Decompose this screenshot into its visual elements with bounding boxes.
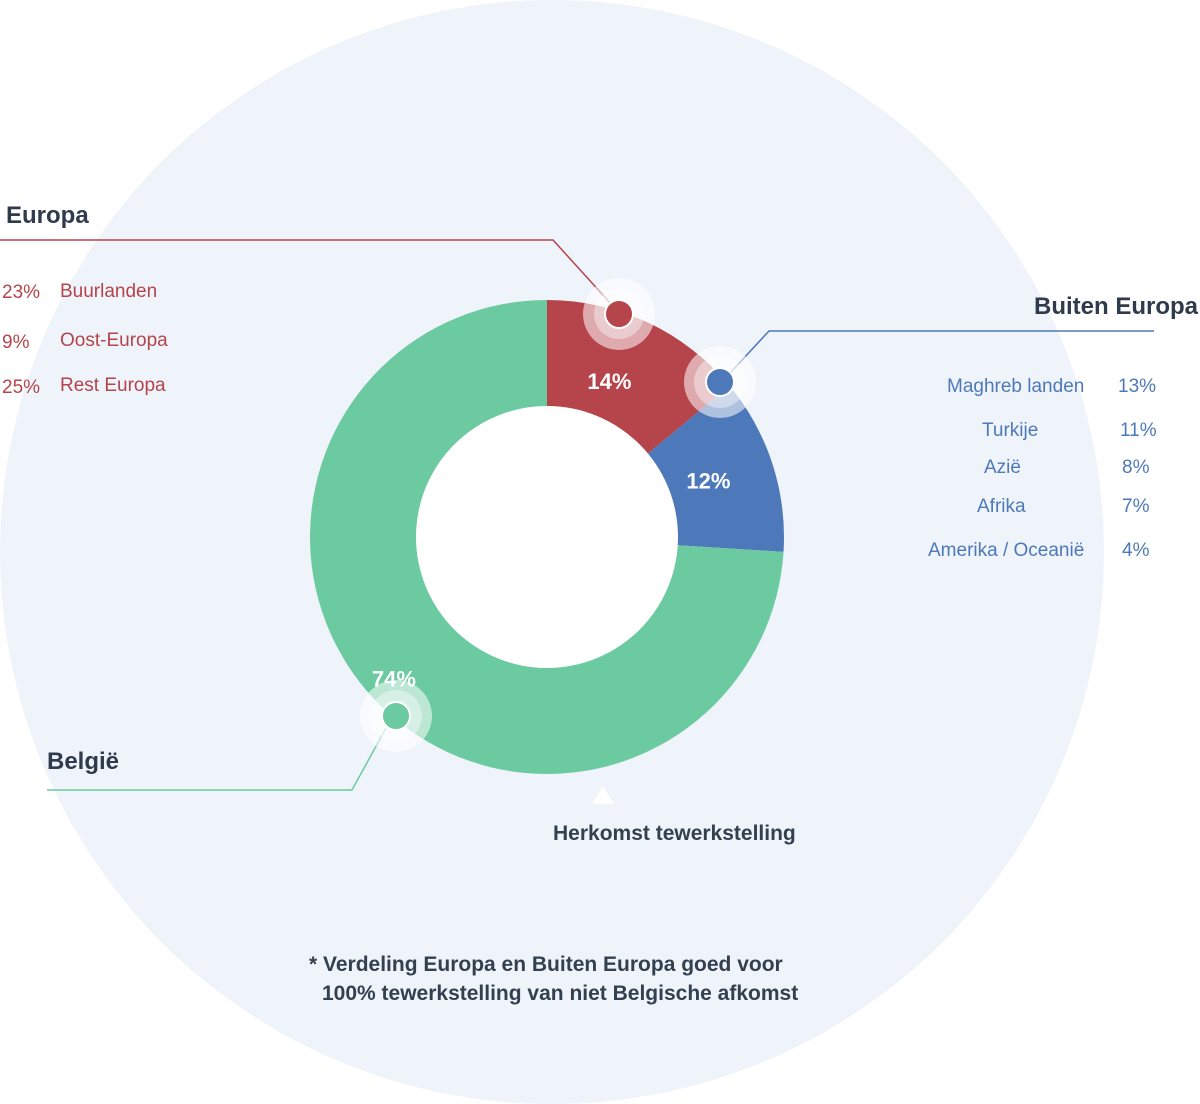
- buiten-europa-item-name: Azië: [984, 457, 1021, 478]
- europa-item-pct: 9%: [2, 332, 30, 353]
- europa-leader-line: [0, 239, 613, 306]
- buiten-europa-title: Buiten Europa: [1033, 293, 1198, 320]
- belgie-marker: [360, 680, 432, 752]
- buiten-europa-item-pct: 4%: [1122, 540, 1150, 561]
- footnote-line-2: 100% tewerkstelling van niet Belgische a…: [322, 982, 799, 1005]
- buiten-europa-item-pct: 7%: [1122, 496, 1150, 517]
- slice-label: 12%: [686, 469, 730, 494]
- europa-item-name: Oost-Europa: [60, 330, 168, 351]
- caption-caret-icon: [592, 786, 614, 804]
- buiten-europa-item-pct: 11%: [1120, 420, 1157, 441]
- europa-item-name: Rest Europa: [60, 375, 166, 396]
- buiten-europa-marker: [684, 346, 756, 418]
- belgie-leader-line: [47, 727, 387, 791]
- buiten-europa-item-name: Amerika / Oceanië: [928, 540, 1085, 561]
- buiten-europa-item-pct: 13%: [1118, 376, 1157, 397]
- europa-item-name: Buurlanden: [60, 281, 158, 302]
- buiten-europa-item-name: Maghreb landen: [947, 376, 1085, 397]
- buiten-europa-item-name: Turkije: [982, 420, 1039, 441]
- belgie-title: België: [47, 748, 120, 775]
- buiten-europa-item-pct: 8%: [1122, 457, 1150, 478]
- donut-hole: [416, 406, 678, 668]
- footnote-line-1: * Verdeling Europa en Buiten Europa goed…: [309, 953, 783, 976]
- europa-item-pct: 23%: [2, 282, 41, 303]
- europa-marker: [583, 278, 655, 350]
- europa-item-pct: 25%: [2, 377, 41, 398]
- buiten-europa-item-name: Afrika: [977, 496, 1026, 517]
- slice-label: 14%: [587, 369, 631, 394]
- chart-caption: Herkomst tewerkstelling: [553, 822, 796, 845]
- europa-title: Europa: [6, 202, 89, 229]
